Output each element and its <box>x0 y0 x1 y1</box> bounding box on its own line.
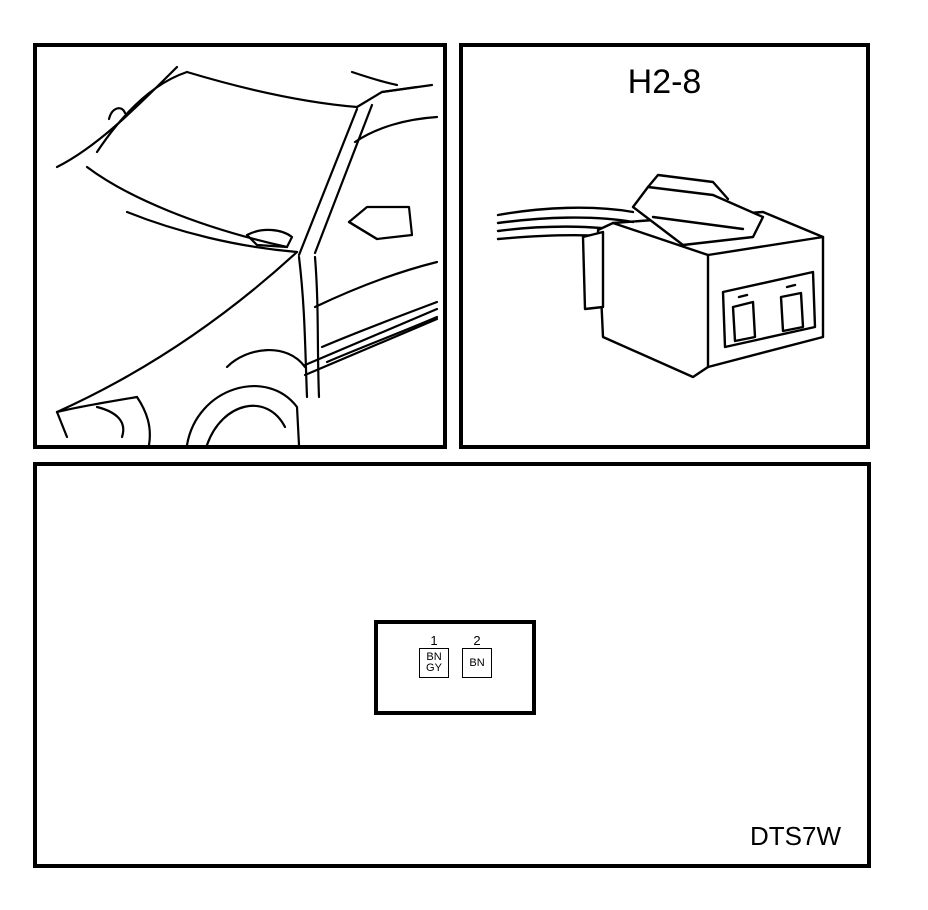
pin-number: 2 <box>473 633 481 648</box>
vehicle-location-panel <box>33 43 447 449</box>
wire-color-code: BN <box>426 651 442 663</box>
pin-2: 2 BN <box>457 634 497 678</box>
pin-wire-color: BN GY <box>419 648 449 678</box>
pin-wire-color: BN <box>462 648 492 678</box>
connector-view-panel: H2-8 <box>459 43 870 449</box>
pin-view-panel: 1 BN GY 2 BN DTS7W <box>33 462 871 868</box>
connector-illustration <box>496 173 825 379</box>
pin-number: 1 <box>430 633 438 648</box>
wire-stripe-color-code: GY <box>426 662 442 674</box>
pin-1: 1 BN GY <box>414 634 454 678</box>
connector-face-diagram: 1 BN GY 2 BN <box>374 620 536 715</box>
connector-id-label: H2-8 <box>627 63 702 101</box>
wire-color-code: BN <box>469 656 485 669</box>
vehicle-front-illustration <box>55 65 439 445</box>
figure-code-label: DTS7W <box>750 821 841 851</box>
